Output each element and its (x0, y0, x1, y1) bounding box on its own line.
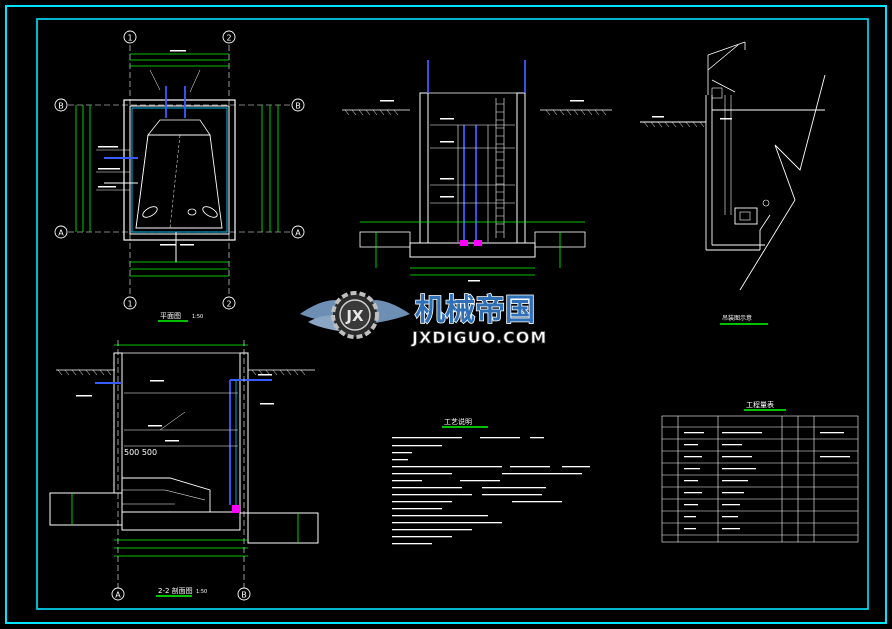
notes-title: 工艺说明 (444, 417, 472, 426)
outer-frame (5, 5, 887, 624)
axis-bubble-top-1: 1 (127, 34, 132, 43)
axis-bubble-left-a: A (58, 229, 64, 238)
plan-title: 平面图 (160, 312, 181, 320)
section-2-2: 500 500 A B 2-2 剖面图 1:50 (49, 340, 319, 601)
table-title: 工程量表 (746, 400, 774, 409)
section-axis-bubble-b: B (241, 591, 247, 600)
axis-bubble-right-b: B (295, 102, 301, 111)
lifting-detail-view: 吊装图示意 (640, 41, 826, 325)
watermark-badge-text: JX (345, 307, 364, 325)
inner-frame (36, 18, 869, 610)
section-scale: 1:50 (196, 589, 207, 595)
watermark-chinese-name: 机械帝国 (415, 293, 535, 328)
axis-bubble-top-2: 2 (226, 34, 231, 43)
axis-bubble-bottom-1: 1 (127, 300, 132, 309)
watermark-domain: JXDIGUO.COM (411, 328, 547, 347)
axis-bubble-left-b: B (58, 102, 64, 111)
section-axis-bubble-a: A (115, 591, 121, 600)
detail-title: 吊装图示意 (722, 314, 752, 322)
axis-bubble-right-a: A (295, 229, 301, 238)
quantity-table: 工程量表 (661, 400, 859, 543)
axis-bubble-bottom-2: 2 (226, 300, 231, 309)
plan-view: 1 2 1 2 B A B A 平面图 1:50 (54, 30, 305, 322)
elevation-section (342, 60, 612, 282)
plan-scale: 1:50 (192, 314, 203, 320)
process-notes: 工艺说明 (392, 417, 590, 545)
section-title: 2-2 剖面图 (158, 586, 193, 595)
watermark-logo: JX 机械帝国 JXDIGUO.COM (300, 291, 547, 347)
section-dimension-text: 500 500 (124, 448, 157, 457)
